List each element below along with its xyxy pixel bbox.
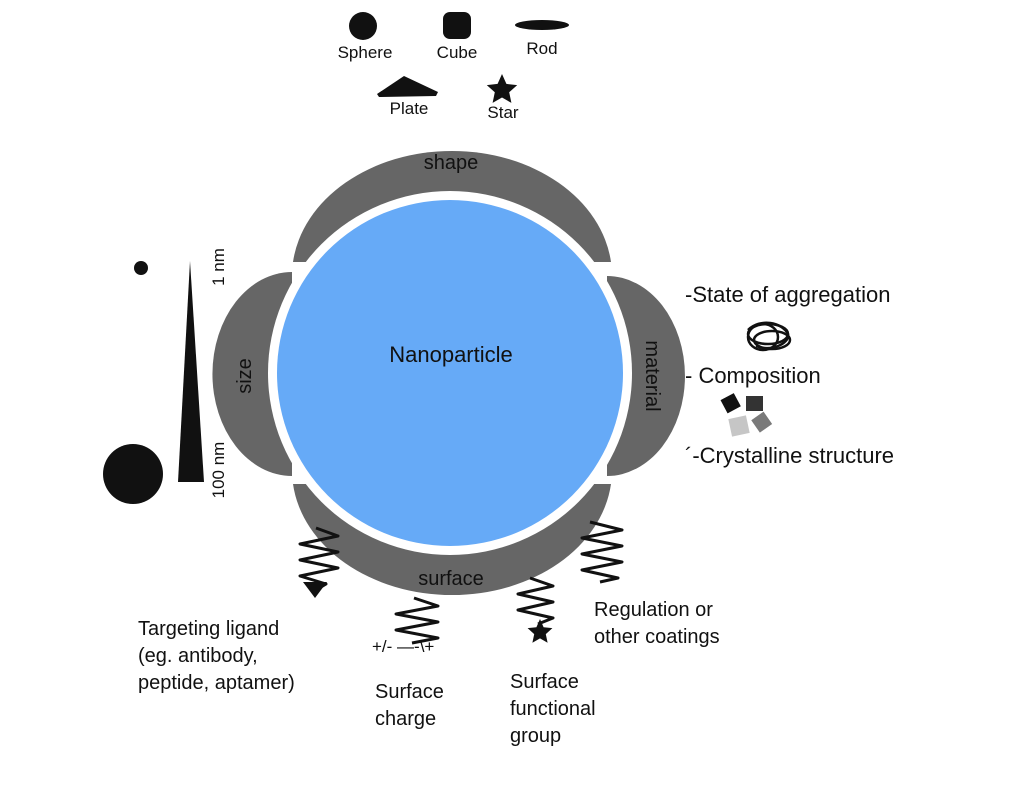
targeting-line-1: Targeting ligand [138,618,279,640]
regulation-line-2: other coatings [594,626,720,648]
nanoparticle-core [277,200,623,546]
surface-band-label: surface [418,568,484,590]
sphere-icon [349,12,377,40]
charge-symbols: +/- —-\+ [372,637,434,656]
size-band [212,272,292,476]
targeting-label: Targeting ligand (eg. antibody, peptide,… [138,618,295,694]
small-particle-icon [134,261,148,275]
targeting-ligand-icon [303,582,327,598]
cube-icon [443,12,471,39]
crystalline-label: ´-Crystalline structure [685,443,894,468]
large-particle-icon [103,444,163,504]
targeting-line-3: peptide, aptamer) [138,672,295,694]
functional-coil [516,576,555,626]
star-label: Star [487,103,519,122]
aggregation-label: -State of aggregation [685,282,890,307]
cube-label: Cube [437,43,478,62]
charge-line-1: Surface [375,681,444,703]
functional-line-1: Surface [510,671,579,693]
rod-label: Rod [526,39,557,58]
plate-label: Plate [390,99,429,118]
regulation-label: Regulation or other coatings [594,599,720,648]
composition-label: - Composition [685,363,821,388]
size-band-label: size [234,358,256,394]
functional-label: Surface functional group [510,671,601,747]
size-wedge [178,261,204,482]
functional-line-3: group [510,725,561,747]
size-scale-top-label: 1 nm [209,248,228,286]
material-band-label: material [641,340,663,411]
aggregation-icon [746,321,792,352]
regulation-line-1: Regulation or [594,599,713,621]
charge-coil [394,596,440,645]
size-scale-bottom-label: 100 nm [209,442,228,499]
shape-band-label: shape [424,152,479,174]
targeting-line-2: (eg. antibody, [138,645,258,667]
charge-label: Surface charge [375,681,450,730]
composition-icon [720,393,773,437]
sphere-label: Sphere [338,43,393,62]
functional-line-2: functional [510,698,596,720]
center-label: Nanoparticle [389,342,513,367]
plate-icon [377,76,438,97]
regulation-coil [580,520,624,584]
functional-group-icon [527,619,553,643]
targeting-coil [298,526,340,592]
material-band [607,276,685,476]
charge-line-2: charge [375,708,436,730]
rod-icon [515,20,569,30]
star-icon [486,74,518,103]
